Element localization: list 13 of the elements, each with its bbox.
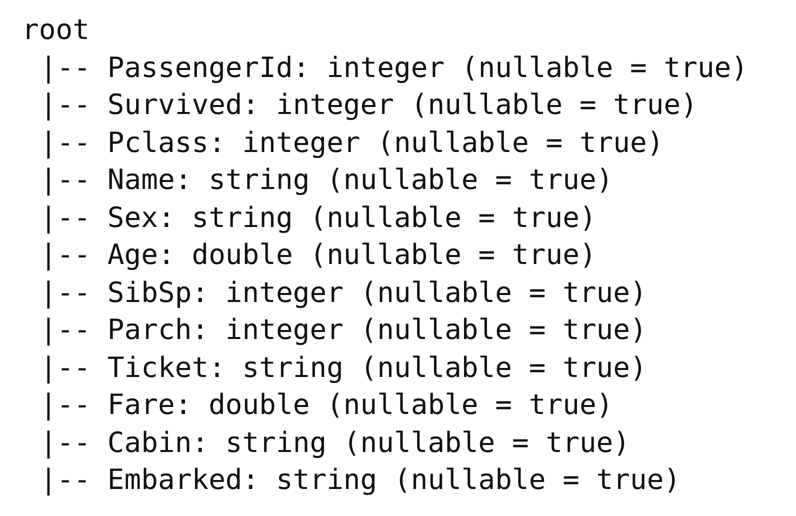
schema-field-text: |-- SibSp: integer (nullable = true): [40, 276, 647, 310]
schema-field-text: |-- Survived: integer (nullable = true): [40, 88, 698, 122]
schema-root-text: root: [22, 13, 90, 47]
schema-field-text: |-- Sex: string (nullable = true): [40, 200, 596, 234]
schema-field-text: |-- PassengerId: integer (nullable = true): [40, 50, 748, 84]
schema-field-text: |-- Ticket: string (nullable = true): [40, 350, 647, 384]
schema-field-text: |-- Name: string (nullable = true): [40, 163, 614, 197]
schema-field-text: |-- Parch: integer (nullable = true): [40, 313, 647, 347]
schema-field-text: |-- Age: double (nullable = true): [40, 238, 596, 272]
schema-field-text: |-- Cabin: string (nullable = true): [40, 426, 630, 460]
schema-field-text: |-- Pclass: integer (nullable = true): [40, 126, 664, 160]
schema-field-text: |-- Fare: double (nullable = true): [40, 388, 614, 422]
schema-field-text: |-- Embarked: string (nullable = true): [40, 463, 681, 497]
